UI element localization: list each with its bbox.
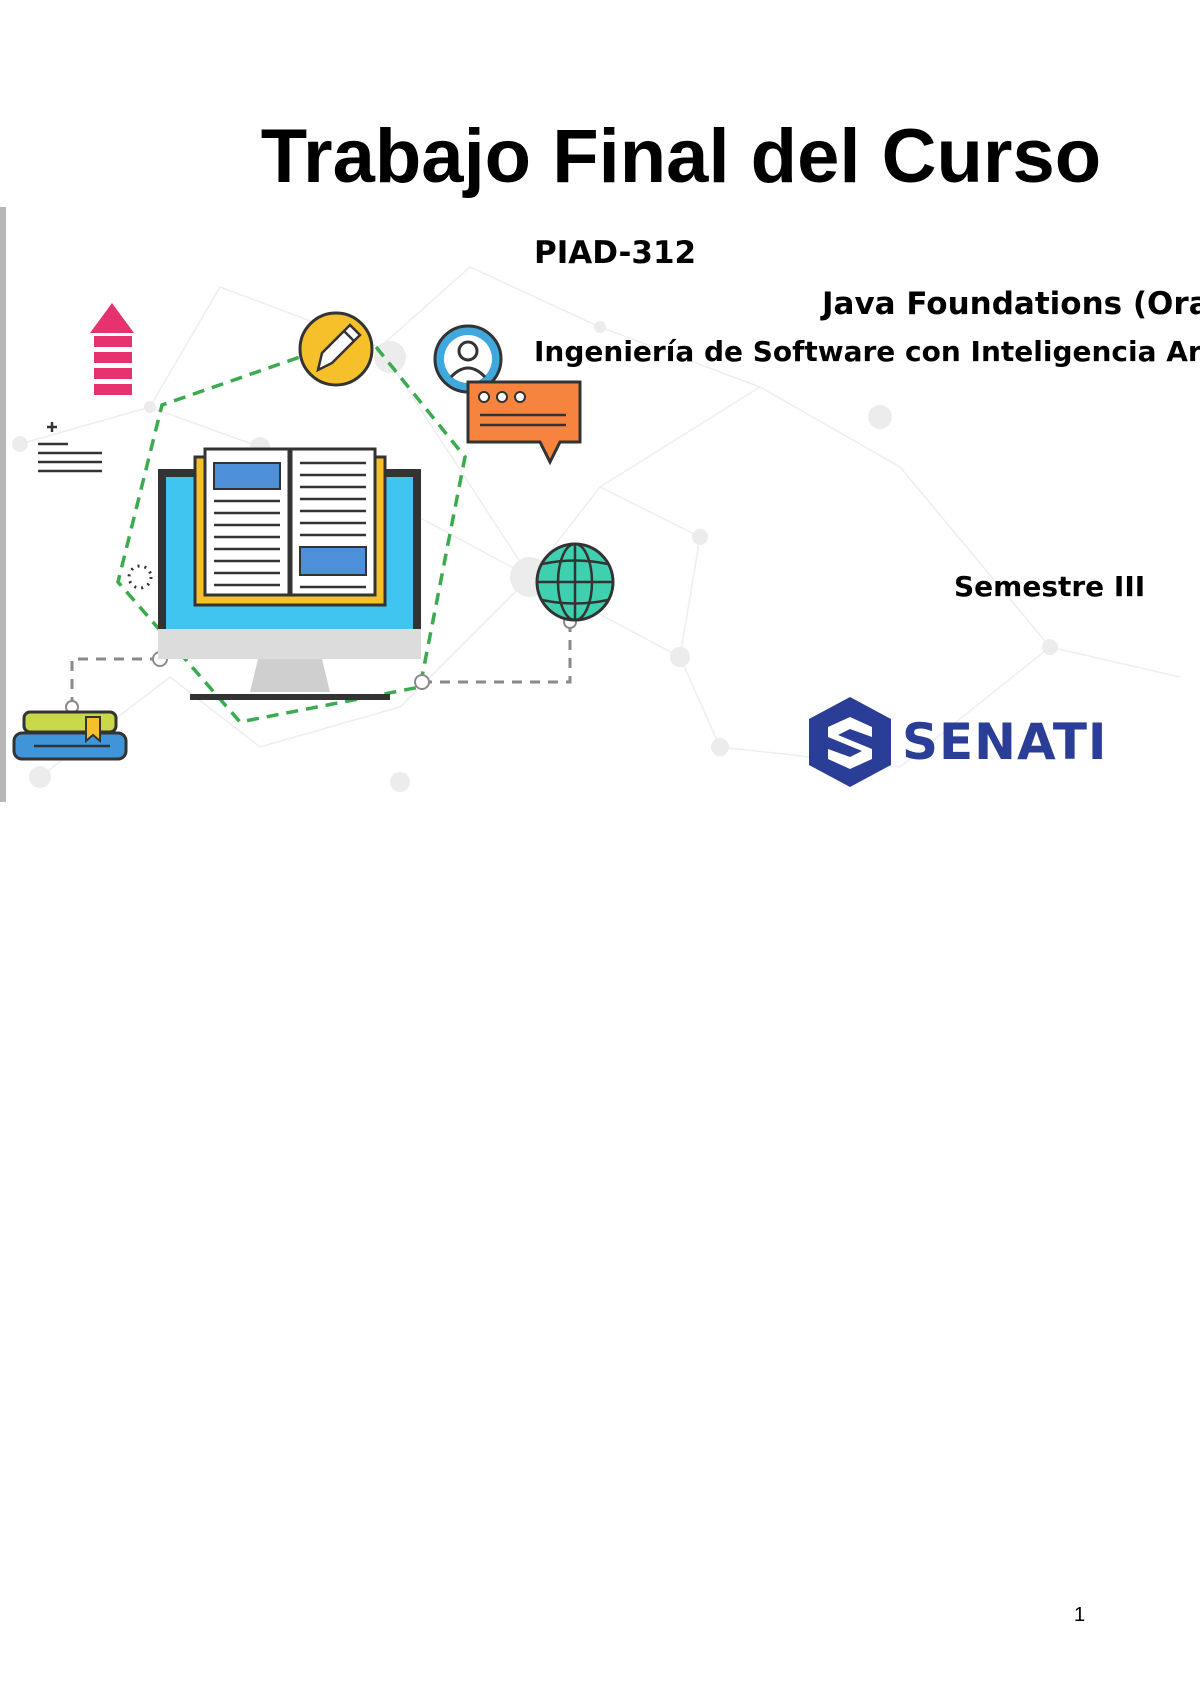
globe-icon — [535, 542, 615, 622]
course-name: Java Foundations (Oracle) — [822, 286, 1200, 322]
senati-logo: SENATI — [800, 697, 1108, 787]
dashed-connectors — [70, 622, 572, 707]
text-lines-icon — [38, 422, 102, 473]
course-code: PIAD-312 — [534, 235, 697, 271]
chat-bubble-icon — [466, 380, 582, 466]
career-name: Ingeniería de Software con Inteligencia … — [534, 335, 1200, 368]
connector-node — [414, 674, 430, 690]
loading-dots-icon — [127, 564, 153, 590]
open-book-icon — [193, 447, 387, 607]
semester-label: Semestre III — [954, 570, 1146, 603]
user-icon — [433, 324, 503, 394]
document-title: Trabajo Final del Curso — [260, 114, 1102, 199]
book-stack-icon — [12, 710, 128, 761]
senati-logo-text: SENATI — [902, 713, 1108, 771]
arrow-up-icon — [90, 303, 134, 395]
senati-logo-icon — [809, 697, 891, 787]
dashed-hexagon — [116, 340, 467, 724]
pencil-icon — [298, 311, 374, 387]
banner-illustration — [12, 266, 1181, 792]
page-number: 1 — [1074, 1604, 1086, 1626]
cover-banner: PIAD-312 Java Foundations (Oracle) Ingen… — [0, 207, 1200, 802]
banner-left-edge — [0, 207, 6, 802]
senati-logo-mark — [800, 697, 890, 787]
network-background — [19, 266, 1181, 778]
